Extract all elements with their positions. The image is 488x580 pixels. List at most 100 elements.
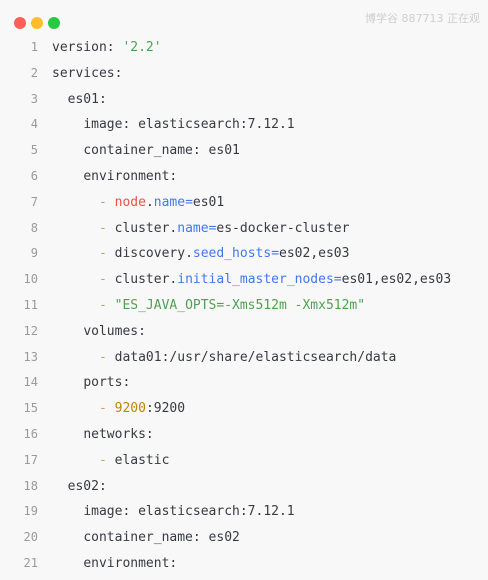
maximize-dot-icon[interactable] [48,17,60,29]
code-token: volumes: [83,323,146,339]
line-number: 14 [23,375,38,390]
code-line: 2 services: [0,61,488,87]
code-content: services: [52,61,122,87]
code-token: "ES_JAVA_OPTS=-Xms512m -Xmx512m" [114,297,366,313]
code-line: 13 - data01:/usr/share/elasticsearch/data [0,345,488,371]
code-content: networks: [83,422,153,448]
code-token: es02,es03 [279,246,350,262]
code-token: services: [52,65,123,81]
code-content: - "ES_JAVA_OPTS=-Xms512m -Xmx512m" [99,293,365,319]
line-number: 3 [30,91,38,106]
code-content: container_name: es01 [83,138,240,164]
code-token: elastic [114,452,170,468]
code-line: 8 - cluster.name=es-docker-cluster [0,216,488,242]
code-token: es01 [192,194,225,210]
code-line: 11- "ES_JAVA_OPTS=-Xms512m -Xmx512m" [0,293,488,319]
code-content: version: '2.2' [52,35,162,61]
line-number: 21 [23,555,38,570]
code-token: - [98,297,115,313]
line-number: 9 [30,246,38,261]
code-content: ports: [83,370,130,396]
code-line: 15- 9200:9200 [0,396,488,422]
line-number: 12 [23,323,38,338]
code-token: node [114,194,146,210]
code-line: 21 environment: [0,551,488,577]
code-token: discovery [114,246,186,262]
code-token: name [177,220,209,236]
code-content: - 9200:9200 [99,396,185,422]
code-token: - [98,401,115,417]
code-token: ports: [83,375,131,391]
code-content: environment: [83,164,177,190]
code-line: 5 container_name: es01 [0,138,488,164]
line-number: 20 [23,530,38,545]
code-token: - [98,246,115,262]
line-number: 5 [30,143,38,158]
code-token: :9200 [145,401,186,417]
code-content: - data01:/usr/share/elasticsearch/data [99,345,396,371]
code-content: es01: [68,87,107,113]
line-number: 10 [23,272,38,287]
close-dot-icon[interactable] [14,17,26,29]
code-token: . [145,194,154,210]
code-token: es02: [67,478,107,494]
code-token: es01: [67,91,107,107]
code-token: name [153,194,186,210]
code-token: = [271,246,280,262]
code-token: '2.2' [122,40,162,55]
line-number: 16 [23,426,38,441]
code-line: 17 - elastic [0,448,488,474]
code-token: - [98,194,115,210]
code-token: image: elasticsearch:7.12.1 [83,504,295,520]
code-line: 20 container_name: es02 [0,525,488,551]
line-number: 8 [30,220,38,235]
line-number: 7 [30,194,38,209]
code-token: version: [52,40,123,55]
code-token: initial_master_nodes [177,272,334,288]
code-line: 9 - discovery.seed_hosts=es02,es03 [0,241,488,267]
line-number: 1 [30,40,38,54]
code-token: = [333,272,342,288]
code-content: - cluster.initial_master_nodes=es01,es02… [99,267,451,293]
line-number: 13 [23,349,38,364]
code-content: image: elasticsearch:7.12.1 [83,112,294,138]
minimize-dot-icon[interactable] [31,17,43,29]
code-token: container_name: es01 [83,143,240,159]
code-token: = [208,220,217,236]
line-number: 2 [30,65,38,80]
code-content: - discovery.seed_hosts=es02,es03 [99,241,350,267]
code-token: - [98,452,115,468]
code-content: image: elasticsearch:7.12.1 [83,499,294,525]
code-token: . [169,272,178,288]
code-token: 9200 [114,401,146,417]
code-token: cluster [114,220,170,236]
code-content: volumes: [83,319,146,345]
code-token: networks: [83,426,154,442]
code-token: container_name: es02 [83,530,240,546]
line-number: 19 [23,504,38,519]
watermark: 博学谷 887713 正在观 [365,12,480,25]
code-token: cluster [114,272,170,288]
code-line: 7 - node.name=es01 [0,190,488,216]
code-token: . [185,246,193,262]
code-line: 3 es01: [0,87,488,113]
code-line: 10 - cluster.initial_master_nodes=es01,es… [0,267,488,293]
code-content: - cluster.name=es-docker-cluster [99,216,349,242]
code-line: 16 networks: [0,422,488,448]
code-line: 14 ports: [0,370,488,396]
code-token: - [98,349,115,365]
line-number: 17 [23,452,38,467]
code-content: es02: [68,474,107,500]
code-line: 12 volumes: [0,319,488,345]
code-token: . [169,220,178,236]
code-content: container_name: es02 [83,525,240,551]
code-token: - [98,220,115,236]
code-token: seed_hosts [192,246,272,262]
code-line: 19 image: elasticsearch:7.12.1 [0,499,488,525]
code-token: environment: [83,555,178,571]
code-content: - node.name=es01 [99,190,224,216]
